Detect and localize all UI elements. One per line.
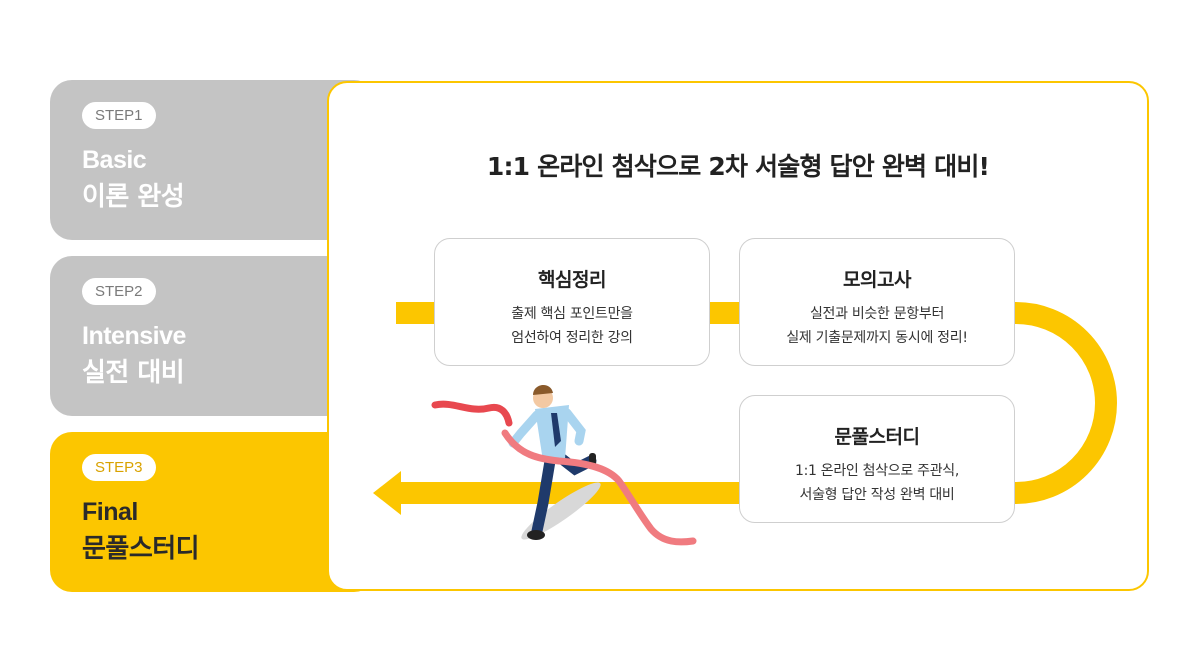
card-desc-line: 서술형 답안 작성 완벽 대비 xyxy=(799,487,955,503)
step3-badge: STEP3 xyxy=(82,454,156,481)
card-title: 문풀스터디 xyxy=(834,426,920,448)
step1-tab[interactable]: STEP1 Basic 이론 완성 xyxy=(50,80,376,240)
step2-tab[interactable]: STEP2 Intensive 실전 대비 xyxy=(50,256,376,416)
step1-badge: STEP1 xyxy=(82,102,156,129)
arrow-left-icon xyxy=(373,471,401,515)
card-desc-line: 출제 핵심 포인트만을 xyxy=(511,306,633,322)
panel-title: 1:1 온라인 첨삭으로 2차 서술형 답안 완벽 대비! xyxy=(486,152,990,181)
card-title: 모의고사 xyxy=(843,269,911,291)
card-desc-line: 실전과 비슷한 문항부터 xyxy=(809,306,945,322)
runner-illustration xyxy=(431,384,697,546)
card-core-summary: 핵심정리 출제 핵심 포인트만을 엄선하여 정리한 강의 xyxy=(434,238,710,366)
track-u-turn xyxy=(1015,302,1117,504)
card-mock-exam: 모의고사 실전과 비슷한 문항부터 실제 기출문제까지 동시에 정리! xyxy=(739,238,1015,366)
card-title: 핵심정리 xyxy=(538,269,606,291)
card-problem-study: 문풀스터디 1:1 온라인 첨삭으로 주관식, 서술형 답안 작성 완벽 대비 xyxy=(739,395,1015,523)
step2-badge: STEP2 xyxy=(82,278,156,305)
step3-title-en: Final xyxy=(82,498,138,526)
step2-title-en: Intensive xyxy=(82,322,186,350)
step3-title-ko: 문풀스터디 xyxy=(82,534,200,564)
card-desc-line: 엄선하여 정리한 강의 xyxy=(511,330,633,346)
step-detail-panel: 1:1 온라인 첨삭으로 2차 서술형 답안 완벽 대비! xyxy=(327,81,1149,591)
step3-tab[interactable]: STEP3 Final 문풀스터디 xyxy=(50,432,376,592)
card-desc-line: 실제 기출문제까지 동시에 정리! xyxy=(786,330,968,346)
step1-title-en: Basic xyxy=(82,146,147,174)
step1-title-ko: 이론 완성 xyxy=(82,182,185,212)
card-desc-line: 1:1 온라인 첨삭으로 주관식, xyxy=(794,463,960,479)
step2-title-ko: 실전 대비 xyxy=(82,358,185,388)
